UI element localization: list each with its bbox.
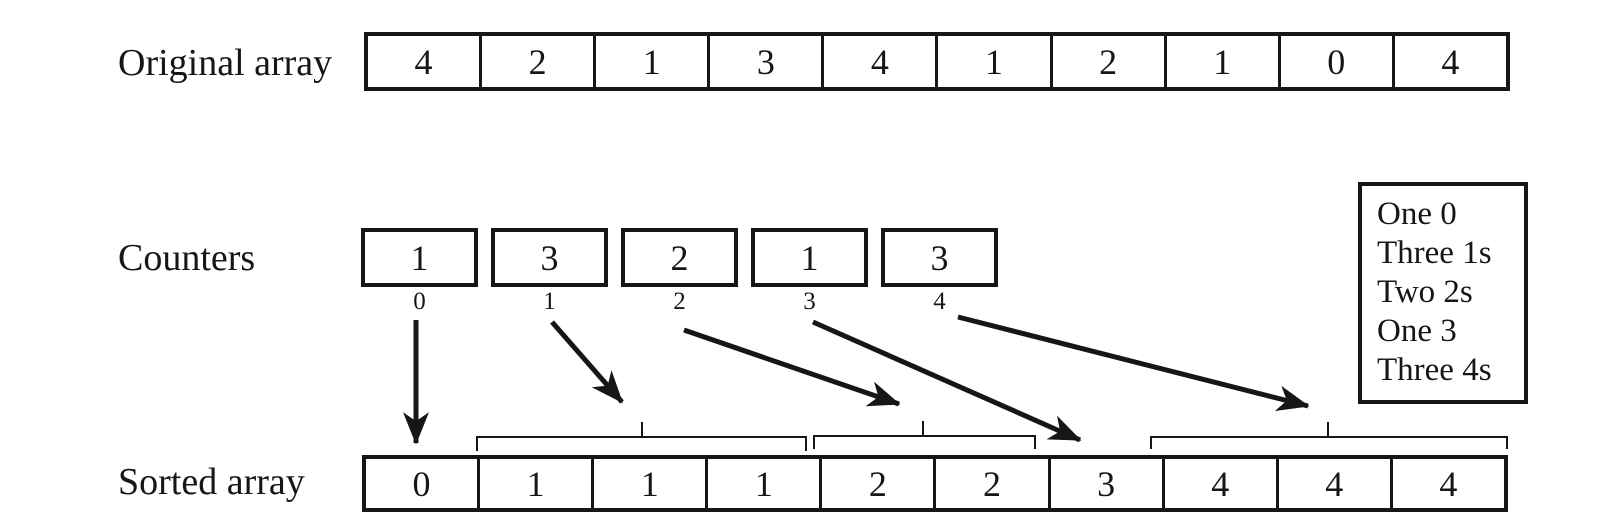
sorted-array-cell: 3 xyxy=(1047,459,1162,508)
original-array-cell: 4 xyxy=(414,41,433,82)
original-array-cell: 2 xyxy=(479,36,593,87)
legend-line: One 0 xyxy=(1377,196,1457,232)
legend-line: Three 4s xyxy=(1377,352,1492,388)
counter-box: 3 xyxy=(491,228,608,287)
ones-group-bracket xyxy=(476,422,807,451)
counter-2-arrow-icon xyxy=(683,327,901,407)
sorted-array-cell: 1 xyxy=(477,459,591,508)
original-array: 4 2 1 3 4 1 2 1 0 4 xyxy=(364,32,1510,91)
sorted-array-cell: 2 xyxy=(933,459,1047,508)
fours-group-bracket xyxy=(1150,422,1508,449)
counter-index-label: 3 xyxy=(803,288,816,315)
counter-index-label: 0 xyxy=(413,288,426,315)
legend-line: One 3 xyxy=(1377,313,1457,349)
counter-1-arrow-icon xyxy=(550,320,624,404)
counter-box: 3 xyxy=(881,228,998,287)
counter-index-label: 2 xyxy=(673,288,686,315)
sorted-array-cell: 0 xyxy=(412,463,431,504)
original-array-cell: 4 xyxy=(821,36,935,87)
counter-box: 1 xyxy=(751,228,868,287)
original-array-cell: 2 xyxy=(1049,36,1164,87)
counters-label: Counters xyxy=(118,237,256,279)
sorted-array-cell: 4 xyxy=(1389,459,1504,508)
counter-box: 1 xyxy=(361,228,478,287)
legend-line: Three 1s xyxy=(1377,235,1492,271)
legend-box: One 0 Three 1s Two 2s One 3 Three 4s xyxy=(1358,182,1528,404)
twos-group-bracket xyxy=(813,421,1036,449)
counter-3-arrow-icon xyxy=(811,319,1082,443)
counters-row: 1 3 2 1 3 xyxy=(361,228,998,287)
sorted-array: 0 1 1 1 2 2 3 4 4 4 xyxy=(362,455,1508,512)
original-array-cell: 1 xyxy=(1163,36,1278,87)
sorted-array-cell: 2 xyxy=(819,459,933,508)
counter-box: 2 xyxy=(621,228,738,287)
original-array-label: Original array xyxy=(118,42,333,84)
counter-4-arrow-icon xyxy=(957,314,1310,411)
counter-index-label: 1 xyxy=(543,288,556,315)
original-array-cell: 0 xyxy=(1277,36,1392,87)
sorted-array-label: Sorted array xyxy=(118,461,305,503)
original-array-cell: 4 xyxy=(1391,36,1506,87)
counter-indices-row: 0 1 2 3 4 xyxy=(361,288,998,316)
original-array-cell: 3 xyxy=(707,36,821,87)
legend-line: Two 2s xyxy=(1377,274,1473,310)
original-array-cell: 1 xyxy=(593,36,707,87)
sorted-array-cell: 4 xyxy=(1161,459,1276,508)
sorted-array-cell: 1 xyxy=(591,459,705,508)
sorted-array-cell: 1 xyxy=(705,459,819,508)
sorted-array-cell: 4 xyxy=(1275,459,1390,508)
counter-index-label: 4 xyxy=(933,288,946,315)
original-array-cell: 1 xyxy=(935,36,1049,87)
